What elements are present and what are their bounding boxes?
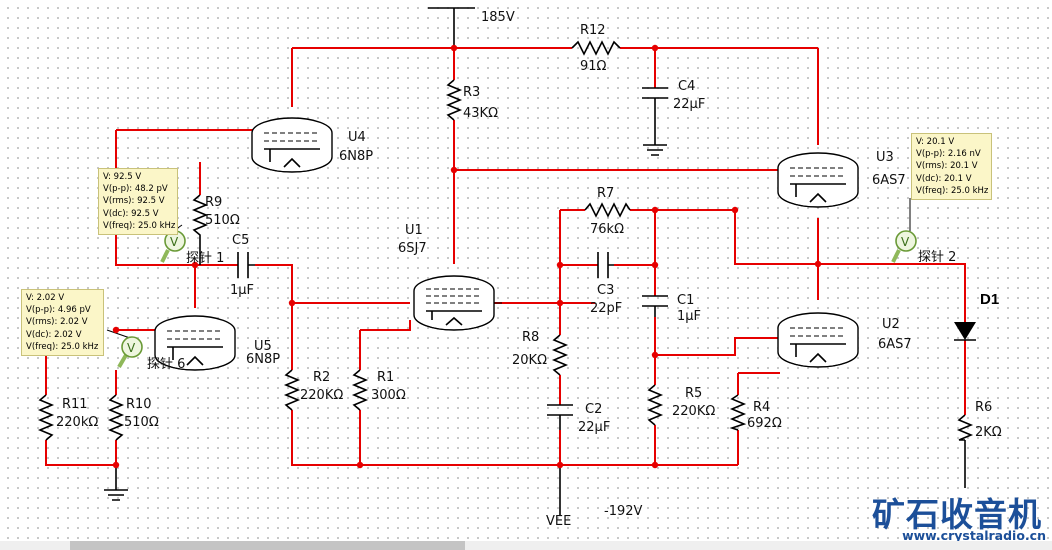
svg-text:20KΩ: 20KΩ	[512, 353, 547, 368]
probe2-readout: V: 20.1 V V(p-p): 2.16 nV V(rms): 20.1 V…	[911, 133, 992, 200]
probe2-label: 探针 2	[918, 250, 956, 265]
red-wires	[45, 47, 966, 466]
scrollbar-thumb[interactable]	[70, 541, 465, 550]
u4-type: 6N8P	[339, 149, 373, 164]
svg-text:C5: C5	[232, 233, 249, 248]
svg-text:76kΩ: 76kΩ	[590, 222, 624, 237]
capacitor-c3: C3 22pF	[590, 252, 622, 316]
resistor-r12: R12 91Ω	[571, 23, 621, 74]
resistor-r11: R11 220kΩ	[37, 394, 98, 441]
capacitor-c2: C2 22µF	[547, 402, 610, 435]
u5-type: 6N8P	[246, 352, 280, 367]
resistor-r2: R2 220KΩ	[283, 369, 343, 411]
resistor-r9: R9 510Ω	[191, 194, 240, 265]
svg-text:C1: C1	[677, 293, 694, 308]
tube-u4	[251, 117, 333, 173]
svg-text:22µF: 22µF	[673, 97, 705, 112]
resistor-r6: R6 2KΩ	[956, 400, 1002, 441]
probe6-marker[interactable]: V 探针 6	[117, 336, 185, 372]
diode-d1: D1	[954, 291, 999, 341]
junction-dots	[112, 44, 822, 469]
capacitor-c5: C5 1µF	[230, 233, 255, 298]
svg-text:V: V	[170, 235, 179, 249]
u3-ref: U3	[876, 150, 894, 165]
svg-text:R11: R11	[62, 397, 88, 412]
tube-u3	[777, 152, 859, 208]
svg-text:R5: R5	[685, 386, 702, 401]
svg-text:300Ω: 300Ω	[371, 388, 406, 403]
probe6-label: 探针 6	[147, 357, 185, 372]
probe1-label: 探针 1	[186, 251, 224, 266]
svg-text:220kΩ: 220kΩ	[56, 415, 98, 430]
svg-text:R9: R9	[205, 195, 222, 210]
tube-u5	[154, 315, 236, 371]
svg-text:V: V	[901, 235, 910, 249]
probe1-marker[interactable]: V 探针 1	[160, 230, 224, 266]
svg-text:C4: C4	[678, 79, 695, 94]
svg-text:22µF: 22µF	[578, 420, 610, 435]
u3-type: 6AS7	[872, 173, 906, 188]
u5-ref: U5	[254, 339, 272, 354]
svg-text:22pF: 22pF	[590, 301, 622, 316]
capacitor-c1: C1 1µF	[642, 293, 701, 324]
svg-text:2KΩ: 2KΩ	[975, 425, 1002, 440]
svg-text:510Ω: 510Ω	[124, 415, 159, 430]
capacitor-c4: C4 22µF	[642, 79, 705, 112]
svg-text:692Ω: 692Ω	[747, 416, 782, 431]
watermark-brand: 矿石收音机	[872, 495, 1042, 534]
resistor-r10: R10 510Ω	[107, 394, 159, 441]
svg-text:D1: D1	[980, 291, 999, 308]
svg-text:1µF: 1µF	[230, 283, 254, 298]
ground-c4	[643, 144, 667, 156]
tube-u2	[777, 312, 859, 368]
horizontal-scrollbar[interactable]	[0, 541, 1052, 550]
svg-text:R2: R2	[313, 370, 330, 385]
svg-text:R6: R6	[975, 400, 992, 415]
svg-text:C3: C3	[597, 283, 614, 298]
svg-text:1µF: 1µF	[677, 309, 701, 324]
resistor-r3: R3 43KΩ	[445, 79, 498, 121]
svg-text:R4: R4	[753, 400, 770, 415]
svg-text:R10: R10	[126, 397, 152, 412]
u1-type: 6SJ7	[398, 241, 427, 256]
u2-type: 6AS7	[878, 337, 912, 352]
svg-text:220KΩ: 220KΩ	[300, 388, 343, 403]
svg-text:43KΩ: 43KΩ	[463, 106, 498, 121]
supply-vee: VEE	[546, 514, 571, 529]
svg-text:510Ω: 510Ω	[205, 213, 240, 228]
svg-text:C2: C2	[585, 402, 602, 417]
svg-text:91Ω: 91Ω	[580, 59, 607, 74]
svg-text:220KΩ: 220KΩ	[672, 404, 715, 419]
probe2-marker[interactable]: V 探针 2	[891, 230, 956, 265]
resistor-r8: R8 20KΩ	[512, 330, 569, 376]
resistor-r1: R1 300Ω	[351, 369, 406, 411]
svg-text:R8: R8	[522, 330, 539, 345]
u2-ref: U2	[882, 317, 900, 332]
tube-u1	[413, 275, 502, 331]
svg-text:R7: R7	[597, 186, 614, 201]
svg-text:R3: R3	[463, 85, 480, 100]
svg-text:R12: R12	[580, 23, 606, 38]
supply-neg192v: -192V	[604, 504, 643, 519]
probe1-readout: V: 92.5 V V(p-p): 48.2 pV V(rms): 92.5 V…	[98, 168, 178, 235]
resistor-r4: R4 692Ω	[729, 394, 782, 431]
probe6-readout: V: 2.02 V V(p-p): 4.96 pV V(rms): 2.02 V…	[21, 289, 104, 356]
svg-text:V: V	[127, 341, 136, 355]
ground-u5	[104, 489, 128, 501]
supply-185v: 185V	[481, 10, 515, 25]
svg-text:R1: R1	[377, 370, 394, 385]
u1-ref: U1	[405, 223, 423, 238]
watermark-url: www.crystalradio.cn	[902, 528, 1046, 543]
resistor-r5: R5 220KΩ	[646, 384, 715, 426]
resistor-r7: R7 76kΩ	[584, 186, 631, 237]
u4-ref: U4	[348, 130, 366, 145]
black-wires	[45, 7, 966, 515]
